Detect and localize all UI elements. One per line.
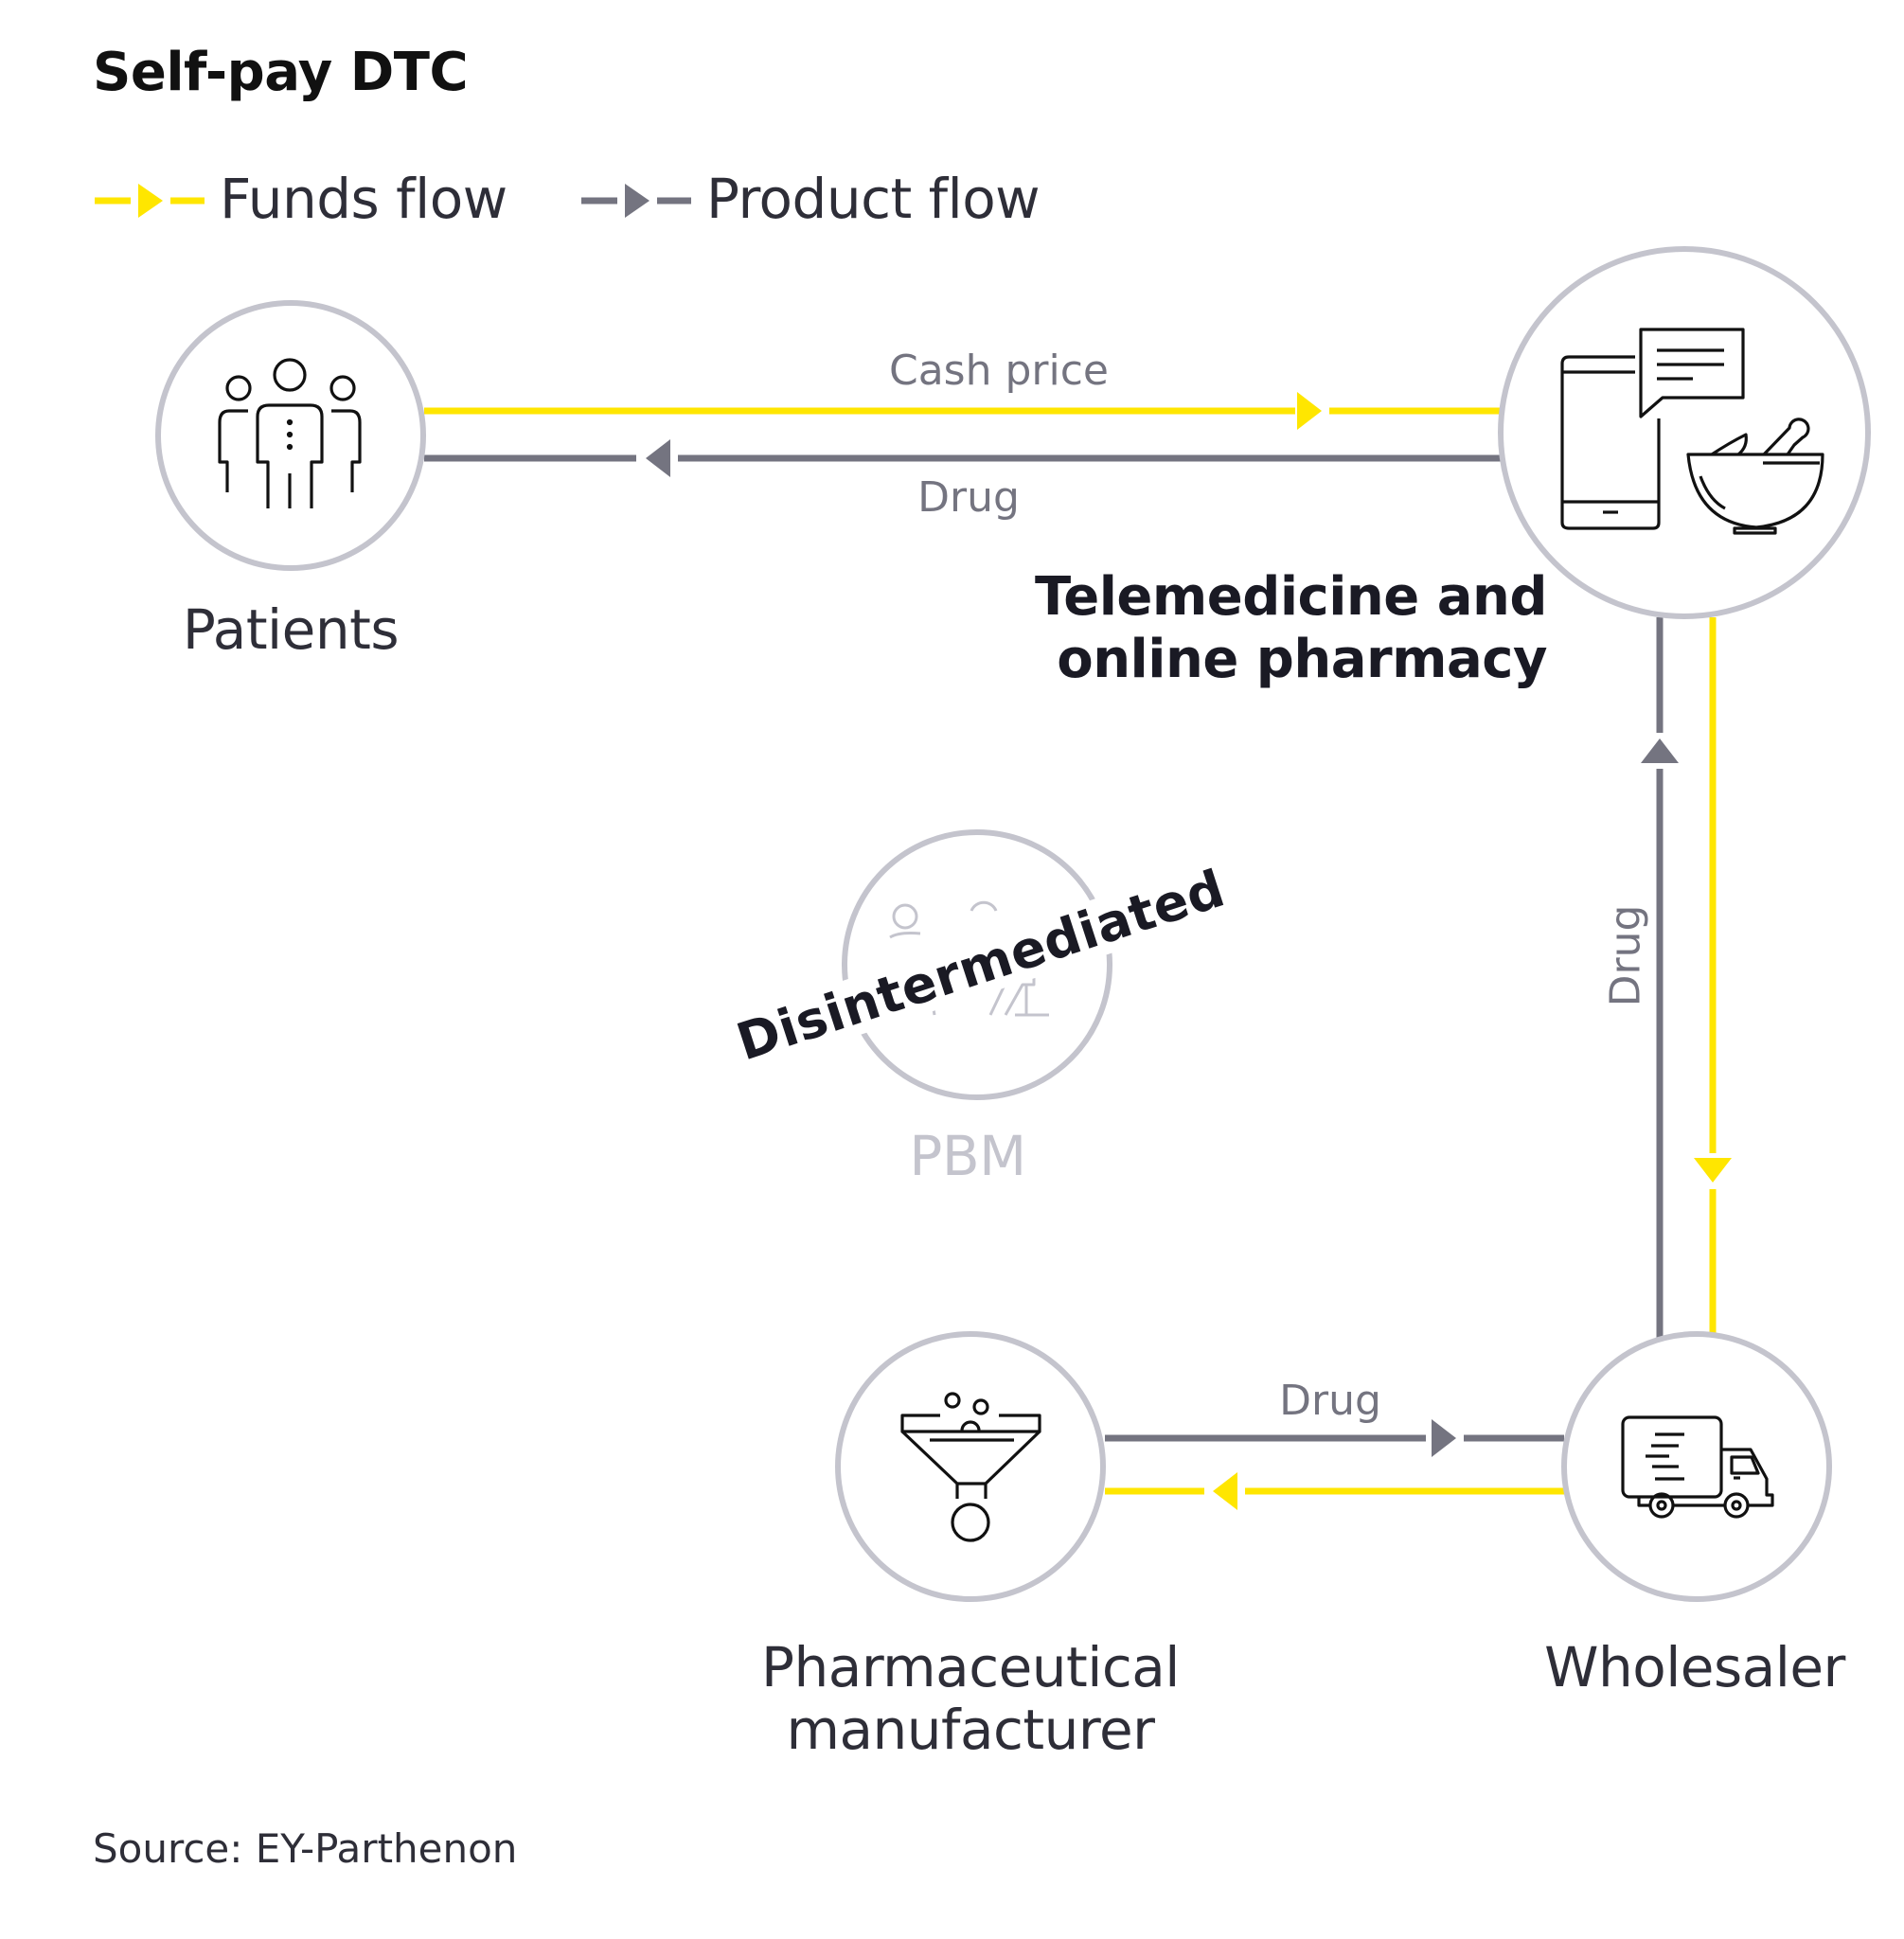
legend-funds-marker — [95, 184, 205, 218]
pbm-label: PBM — [909, 1124, 1026, 1188]
source-note: Source: EY-Parthenon — [93, 1825, 518, 1872]
patients-label: Patients — [182, 597, 400, 662]
node-patients — [155, 300, 426, 571]
manufacturer-label-line2: manufacturer — [786, 1698, 1155, 1762]
flow-drug-to-wholesaler — [1105, 1419, 1564, 1457]
flow-label-drug-bottom: Drug — [1279, 1377, 1381, 1425]
node-telemedicine — [1498, 246, 1871, 619]
tablet-chat-mortar-pestle-icon — [1560, 328, 1824, 535]
legend-product-label: Product flow — [706, 167, 1041, 231]
flow-cash-price — [424, 392, 1505, 430]
funnel-icon — [900, 1392, 1041, 1542]
arrow-left-icon — [1213, 1472, 1237, 1510]
arrow-right-icon — [1297, 392, 1322, 430]
flow-drug-to-patients — [424, 439, 1505, 477]
telemedicine-label-line1: Telemedicine and — [1034, 566, 1548, 628]
legend-funds-label: Funds flow — [220, 167, 507, 231]
arrow-left-icon — [646, 439, 670, 477]
flow-funds-to-wholesaler — [1694, 617, 1732, 1337]
arrow-down-icon — [1694, 1158, 1732, 1183]
diagram-title: Self-pay DTC — [93, 42, 469, 103]
wholesaler-label: Wholesaler — [1544, 1635, 1845, 1699]
flow-drug-to-telemedicine — [1641, 617, 1679, 1339]
people-icon — [218, 358, 362, 508]
flow-label-cash-price: Cash price — [889, 347, 1109, 395]
arrow-right-icon — [1432, 1419, 1456, 1457]
telemedicine-label: Telemedicine and online pharmacy — [947, 566, 1548, 691]
flow-label-drug-right: Drug — [1601, 904, 1650, 1007]
node-wholesaler — [1561, 1331, 1832, 1602]
node-manufacturer — [835, 1331, 1106, 1602]
delivery-truck-icon — [1621, 1415, 1774, 1519]
manufacturer-label-line1: Pharmaceutical — [761, 1635, 1180, 1699]
telemedicine-label-line2: online pharmacy — [1057, 629, 1547, 690]
legend-product-marker — [581, 184, 691, 218]
arrow-up-icon — [1641, 738, 1679, 763]
flow-funds-to-manufacturer — [1105, 1472, 1564, 1510]
flow-label-drug-top: Drug — [917, 473, 1020, 522]
manufacturer-label: Pharmaceutical manufacturer — [686, 1636, 1255, 1761]
